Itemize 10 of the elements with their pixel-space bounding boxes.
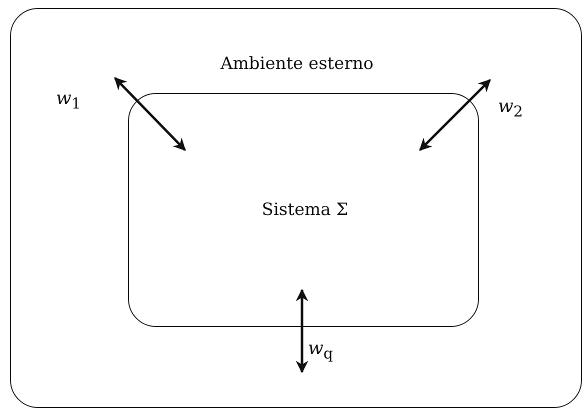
system-box bbox=[128, 93, 479, 327]
double-arrow bbox=[114, 77, 186, 151]
system-title: Sistema Σ bbox=[262, 200, 348, 220]
double-arrow bbox=[419, 79, 491, 151]
edge-label: w$_{2}$ bbox=[498, 96, 523, 121]
environment-box bbox=[10, 8, 582, 408]
edge-label: w$_{1}$ bbox=[56, 88, 81, 113]
edge-label: w$_{q}$ bbox=[308, 338, 334, 363]
double-arrow bbox=[296, 288, 308, 374]
environment-title: Ambiente esterno bbox=[220, 54, 374, 74]
